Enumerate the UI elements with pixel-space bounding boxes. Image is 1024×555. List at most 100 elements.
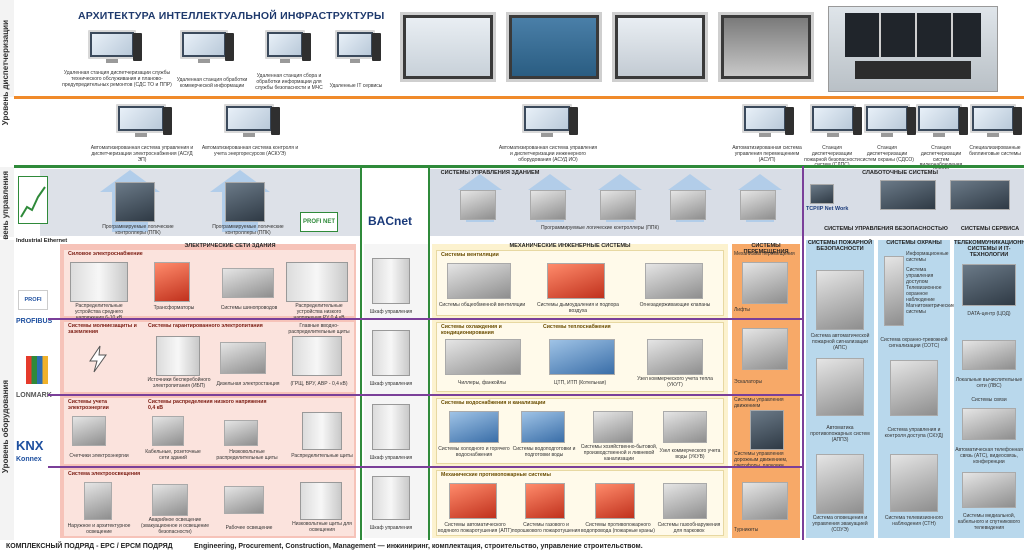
equipment-image [647, 339, 703, 375]
equipment-image [663, 483, 707, 519]
footer-left: КОМПЛЕКСНЫЙ ПОДРЯД - EPC / EPCM ПОДРЯД [6, 543, 173, 550]
cabinet-label: Шкаф управления [369, 381, 413, 387]
equipment-image [663, 411, 707, 443]
service-header: СИСТЕМЫ СЕРВИСА [960, 226, 1020, 232]
sensor-image [884, 256, 904, 326]
network-switch-image [950, 180, 1010, 210]
guard-header: СИСТЕМЫ ОХРАНЫ [886, 240, 942, 246]
video-wall [828, 6, 998, 92]
lonmark-logo-icon [26, 356, 48, 384]
level-dispatch-label: Уровень диспетчеризации [1, 20, 10, 126]
bus-line [48, 318, 802, 320]
electric-header: ЭЛЕКТРИЧЕСКИЕ СЕТИ ЗДАНИЯ [184, 243, 276, 249]
sidebar-control: Уровень управления [0, 167, 14, 254]
cabinet-image [372, 404, 410, 450]
equipment-image [595, 483, 635, 519]
electric-row: Система электроосвещения Наружное и архи… [64, 470, 354, 536]
fire-panel-image [816, 358, 864, 416]
turnstile-image [742, 482, 788, 520]
equipment-image [152, 416, 184, 446]
profibus-label: PROFIBUS [16, 318, 53, 325]
plc-module-image [225, 182, 265, 222]
equipment-image [521, 411, 565, 443]
equipment-image [593, 411, 633, 443]
tcpip-label: TCP/IP Net Work [806, 206, 849, 212]
controller-image [670, 190, 706, 220]
equipment-image [445, 339, 521, 375]
plc-module-image [115, 182, 155, 222]
industrial-ethernet-label: Industrial Ethernet [16, 238, 68, 244]
mech-row: Механические противопожарные системы Сис… [436, 470, 724, 536]
equipment-image [549, 339, 615, 375]
controller-image [460, 190, 496, 220]
profinet-logo: PROFI NET [300, 212, 338, 232]
sidebar-dispatch: Уровень диспетчеризации [0, 0, 14, 125]
equipment-image [156, 336, 200, 376]
camera-image [890, 454, 938, 512]
equipment-image [300, 482, 342, 520]
dispatch-monitor [718, 12, 814, 82]
equipment-image [224, 486, 264, 514]
fire-alarm-image [816, 270, 864, 330]
cabinet-image [372, 330, 410, 376]
dispatch-monitor [400, 12, 496, 82]
escalator-image [742, 328, 788, 370]
controller-image [740, 190, 776, 220]
equipment-image [449, 411, 499, 443]
equipment-image [70, 262, 128, 302]
fire-header: СИСТЕМЫ ПОЖАРНОЙ БЕЗОПАСНОСТИ [807, 240, 873, 253]
bus-line [48, 394, 802, 396]
cabinet-label: Шкаф управления [369, 309, 413, 315]
equipment-image [84, 482, 112, 520]
footer-right: Engineering, Procurement, Construction, … [194, 543, 643, 550]
access-control-image [890, 360, 938, 416]
bacnet-logo: BACnet [368, 214, 412, 228]
bus-line [48, 466, 802, 468]
knx-label: KNX [16, 438, 44, 453]
equipment-image [220, 342, 266, 374]
dispatch-monitor [612, 12, 708, 82]
datacenter-image [962, 264, 1016, 306]
bus-line [802, 166, 804, 540]
sidebar-equipment: Уровень оборудования [0, 240, 14, 540]
fire-speaker-image [816, 454, 864, 514]
equipment-image [152, 484, 188, 516]
computer-image [962, 340, 1016, 370]
electric-row: Системы молниезащиты и заземления Систем… [64, 322, 354, 392]
equipment-image [645, 263, 703, 299]
equipment-image [447, 263, 511, 299]
electric-row: Системы учета электроэнергии Системы рас… [64, 398, 354, 464]
separator-dispatch [14, 96, 1024, 99]
bus-line [428, 166, 430, 540]
mech-row: Системы вентиляции Системы общеобменной … [436, 250, 724, 316]
controller-image [600, 190, 636, 220]
elevator-image [742, 262, 788, 304]
konnex-label: Konnex [16, 456, 42, 463]
dispatch-monitor [506, 12, 602, 82]
movement-header: СИСТЕМЫ ПЕРЕМЕЩЕНИЯ [743, 243, 789, 256]
equipment-image [547, 263, 605, 299]
network-switch-image [880, 180, 936, 210]
cabinet-label: Шкаф управления [369, 525, 413, 531]
controller-image [530, 190, 566, 220]
separator-control [14, 165, 1024, 168]
network-device-image [810, 184, 834, 204]
satellite-image [962, 472, 1016, 508]
lonmark-label: LONMARK [16, 392, 52, 399]
equipment-image [449, 483, 497, 519]
equipment-image [72, 416, 106, 446]
cabinet-label: Шкаф управления [369, 455, 413, 461]
phone-image [962, 408, 1016, 440]
equipment-image [154, 262, 190, 302]
equipment-image [525, 483, 565, 519]
equipment-image [292, 336, 342, 376]
equipment-image [222, 268, 274, 298]
level-equipment-label: Уровень оборудования [1, 380, 10, 474]
telecom-header: ТЕЛЕКОММУНИКАЦИОННЫЕ СИСТЕМЫ И IT-ТЕХНОЛ… [954, 240, 1024, 259]
bus-line [360, 166, 362, 540]
lightning-icon [84, 344, 114, 374]
profibus-logo-icon: PROFI [18, 290, 48, 310]
mech-row: Системы водоснабжения и канализации Сист… [436, 398, 724, 464]
mech-row: Системы охлаждения и кондиционирования С… [436, 322, 724, 392]
footer: КОМПЛЕКСНЫЙ ПОДРЯД - EPC / EPCM ПОДРЯД E… [0, 540, 1024, 555]
